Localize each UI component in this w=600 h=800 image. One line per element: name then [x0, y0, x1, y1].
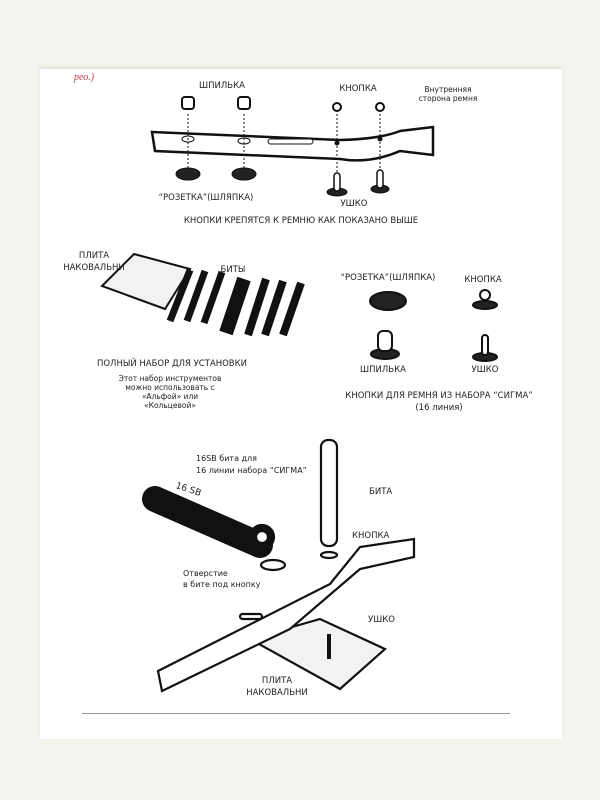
label-bity: БИТЫ	[220, 265, 246, 275]
figure1-caption: КНОПКИ КРЕПЯТСЯ К РЕМНЮ КАК ПОКАЗАНО ВЫШ…	[183, 216, 419, 226]
figure1-belt-drawing	[150, 96, 435, 197]
label-ushko-sigma: УШКО	[471, 365, 499, 375]
label-plita-2: НАКОВАЛЬНИ	[63, 263, 125, 273]
label-knopka-sigma: КНОПКА	[464, 275, 502, 285]
figure3-subcaption: (16 линия)	[415, 403, 463, 413]
label-bit-16sb-1: 16SB бита для	[196, 454, 257, 463]
figure4-assembly-drawing	[142, 438, 416, 693]
figure2-tool-set-drawing	[100, 252, 498, 362]
label-knopka: КНОПКА	[339, 84, 377, 94]
label-shpilka: ШПИЛЬКА	[199, 81, 245, 91]
figure2-note: Этот набор инструментов можно использова…	[118, 374, 222, 410]
illustrations	[100, 96, 498, 693]
label-rozetka: “РОЗЕТКА”(ШЛЯПКА)	[158, 193, 254, 203]
label-inner-side: Внутренняя сторона ремня	[418, 85, 478, 103]
figure2-caption: ПОЛНЫЙ НАБОР ДЛЯ УСТАНОВКИ	[96, 359, 248, 369]
horizontal-rule	[82, 713, 510, 714]
label-hole-1: Отверстие	[183, 569, 228, 578]
label-shpilka-sigma: ШПИЛЬКА	[360, 365, 406, 375]
label-ushko: УШКО	[340, 199, 368, 209]
header-fragment: рео.)	[74, 72, 95, 83]
figure3-caption: КНОПКИ ДЛЯ РЕМНЯ ИЗ НАБОРА “СИГМА”	[345, 391, 533, 401]
document-page: рео.)	[40, 69, 562, 739]
label-bita: БИТА	[369, 487, 393, 497]
label-rozetka-sigma: “РОЗЕТКА”(ШЛЯПКА)	[340, 273, 436, 283]
label-plita-assembly-1: ПЛИТА	[261, 676, 293, 686]
label-knopka-assembly: КНОПКА	[352, 531, 390, 541]
label-hole-2: в бите под кнопку	[183, 580, 261, 589]
label-plita-assembly-2: НАКОВАЛЬНИ	[246, 688, 308, 698]
label-ushko-assembly: УШКО	[368, 615, 395, 625]
label-bit-16sb-2: 16 линии набора “СИГМА”	[196, 466, 307, 475]
label-plita-1: ПЛИТА	[78, 251, 110, 261]
